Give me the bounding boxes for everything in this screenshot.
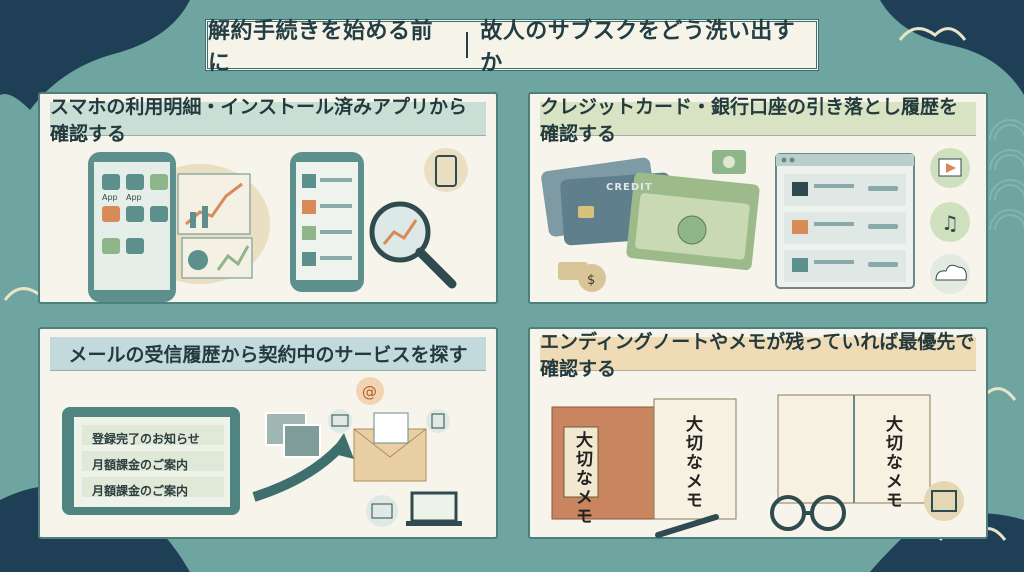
subscription-list-window — [775, 153, 915, 289]
smartphone-list — [290, 152, 364, 292]
music-icon: ♫ — [930, 202, 970, 242]
money-bag-icon: $ — [558, 262, 606, 292]
svg-text:$: $ — [587, 273, 595, 288]
email-icon — [328, 409, 352, 433]
mail-item: 月額課金のご案内 — [92, 484, 189, 498]
book-title: 大切なメモ — [572, 431, 592, 526]
magnifier-icon — [369, 201, 457, 289]
title-right: 故人のサブスクをどう洗い出すか — [480, 19, 796, 76]
dollar-icon — [712, 150, 746, 174]
card-text: CREDIT — [606, 182, 653, 193]
panel-email: @ メールの受信履歴から契約中のサービスを探す 登録完了のお知らせ 月額課金のご… — [38, 327, 498, 539]
notebook-icon — [777, 394, 931, 504]
panel-heading: エンディングノートやメモが残っていれば最優先で確認する — [540, 330, 976, 380]
document-icon — [426, 409, 450, 433]
card-bank-illustration: $ ♫ — [541, 148, 970, 294]
panel-ending-note: エンディングノートやメモが残っていれば最優先で確認する 大切なメモ 大切なメモ … — [528, 327, 988, 539]
title-separator — [466, 32, 469, 58]
phone-apps-illustration — [88, 148, 468, 302]
smartphone-icon — [88, 152, 176, 302]
cloud-icon — [930, 254, 970, 294]
svg-text:♫: ♫ — [941, 211, 959, 235]
at-icon: @ — [356, 377, 384, 405]
app-label: App — [102, 193, 118, 202]
book-icon-small — [924, 481, 964, 521]
email-illustration: @ — [62, 377, 462, 527]
mail-item: 月額課金のご案内 — [92, 458, 189, 472]
tablet-device — [62, 407, 240, 515]
panel-phone-apps: スマホの利用明細・インストール済みアプリから確認する App App — [38, 92, 498, 304]
note-title: 大切なメモ — [882, 415, 902, 510]
envelope-icon — [353, 412, 427, 482]
video-icon — [930, 148, 970, 188]
app-label: App — [126, 193, 142, 202]
book-page-title: 大切なメモ — [682, 415, 702, 510]
mail-item: 登録完了のお知らせ — [92, 432, 200, 446]
panel-card-bank: $ ♫ クレジットカード・銀行口座の引き落とし履歴を確認する CREDIT — [528, 92, 988, 304]
ending-note-illustration — [551, 394, 964, 538]
svg-text:@: @ — [362, 383, 377, 401]
book-icon — [551, 398, 737, 520]
title-left: 解約手続きを始める前に — [208, 19, 434, 76]
panel-heading: クレジットカード・銀行口座の引き落とし履歴を確認する — [540, 96, 976, 145]
mail-icon-bottom — [366, 495, 398, 527]
title-banner: 解約手続きを始める前に 故人のサブスクをどう洗い出すか — [205, 19, 819, 76]
panel-heading: スマホの利用明細・インストール済みアプリから確認する — [50, 96, 486, 145]
passbook-icon — [626, 172, 760, 271]
panel-heading: メールの受信履歴から契約中のサービスを探す — [50, 337, 486, 371]
glasses-icon — [770, 495, 846, 531]
laptop-icon — [406, 491, 462, 526]
photo-stack — [265, 412, 321, 458]
smartphone-icon-small — [424, 148, 468, 192]
pen-icon — [655, 514, 719, 538]
